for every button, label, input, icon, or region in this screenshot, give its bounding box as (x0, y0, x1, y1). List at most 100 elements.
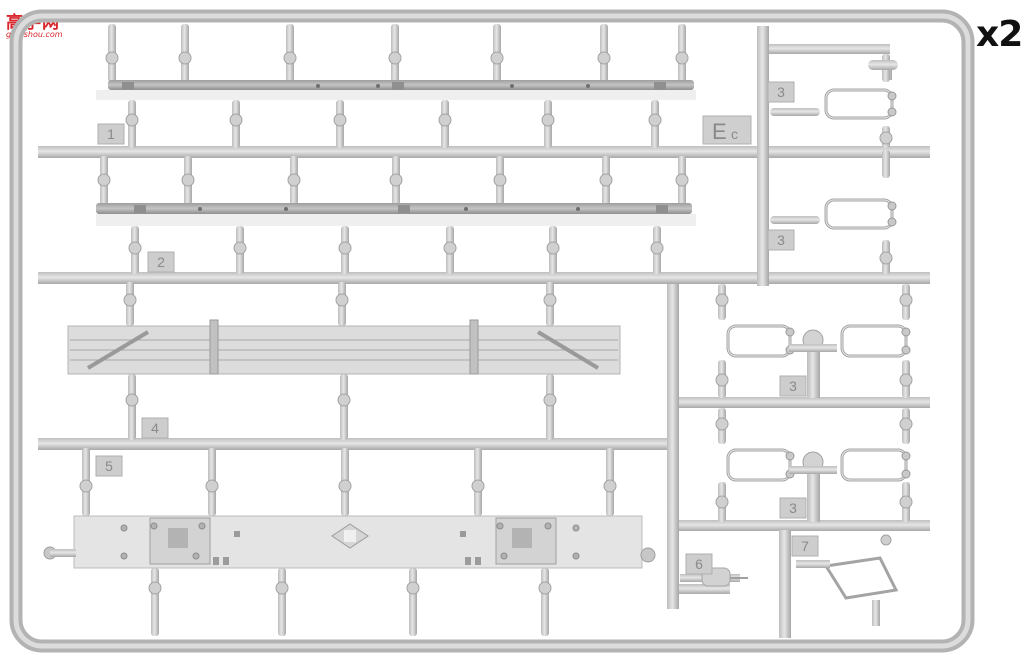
handle-part (824, 198, 897, 230)
quantity-label: x2 (976, 14, 1023, 55)
rail-bolt (134, 205, 146, 213)
gate (283, 24, 297, 82)
beam-stud (465, 557, 471, 565)
rivet (376, 84, 380, 88)
gate (406, 568, 420, 636)
gate (388, 24, 402, 82)
handle-part (726, 448, 795, 482)
rivet (316, 84, 320, 88)
gate (125, 100, 139, 148)
stalk (868, 60, 898, 70)
beam-bolt (500, 552, 508, 560)
gate (123, 282, 137, 326)
rivet (464, 207, 468, 211)
gate (715, 482, 729, 522)
gate (333, 100, 347, 148)
gate (715, 408, 729, 444)
rail-bolt (656, 205, 668, 213)
gate (287, 156, 301, 205)
gate (599, 156, 613, 205)
handle-part (726, 324, 795, 358)
stalk (770, 108, 820, 116)
gate (650, 226, 664, 274)
beam-bolt (192, 552, 200, 560)
gate (178, 24, 192, 82)
rail-bolts (122, 82, 668, 213)
gate (899, 408, 913, 444)
beam-stud (213, 557, 219, 565)
gate (148, 568, 162, 636)
gate (471, 448, 485, 516)
beam-bolts (120, 522, 580, 565)
gate (337, 374, 351, 440)
beam-bolt (572, 524, 580, 532)
part-tag: 5 (95, 455, 123, 477)
part-rail-2 (96, 203, 696, 226)
gate (338, 226, 352, 274)
part-number: 1 (107, 126, 115, 142)
part-panel-4 (67, 319, 621, 375)
part-number: 6 (695, 556, 703, 572)
gate (715, 360, 729, 398)
part-tag: 7 (791, 535, 819, 557)
gate (181, 156, 195, 205)
beam-bolt (572, 552, 580, 560)
runners (38, 26, 930, 638)
rail-bolt (654, 82, 666, 90)
gate (229, 100, 243, 148)
gate (338, 448, 352, 516)
part-number: 4 (151, 420, 159, 436)
gate (879, 240, 893, 274)
gate (443, 226, 457, 274)
part-tag: 3 (779, 375, 807, 397)
gate (882, 150, 890, 178)
handle-part (824, 88, 897, 120)
frame-subletter: c (731, 126, 738, 142)
gate (648, 100, 662, 148)
beam-stud (223, 557, 229, 565)
gate (389, 156, 403, 205)
part-tag: 1 (97, 123, 125, 145)
handle-part (840, 448, 911, 482)
gate (675, 156, 689, 205)
site-url: gao-shou.com (6, 30, 63, 39)
gate (105, 24, 119, 82)
gate (541, 100, 555, 148)
gate (603, 448, 617, 516)
gate (899, 482, 913, 522)
gate (715, 284, 729, 320)
gate (233, 226, 247, 274)
part-number: 7 (801, 538, 809, 554)
gate (899, 360, 913, 398)
gate (493, 156, 507, 205)
gate (438, 100, 452, 148)
gate (335, 282, 349, 326)
gate (275, 568, 289, 636)
rivet (576, 207, 580, 211)
rail-bolt (398, 205, 410, 213)
gate (675, 24, 689, 82)
gate (546, 226, 560, 274)
part-tag: 2 (147, 251, 175, 273)
part-number: 3 (777, 84, 785, 100)
beam-stud (475, 557, 481, 565)
part-number: 3 (789, 378, 797, 394)
part-number: 3 (789, 500, 797, 516)
rail-bolt (392, 82, 404, 90)
part-tag: 3 (767, 81, 795, 103)
rail-bolt (122, 82, 134, 90)
beam-bolt (120, 552, 128, 560)
beam-bolt (150, 522, 158, 530)
stalk (770, 216, 820, 224)
beam-bolt (544, 522, 552, 530)
rivet (198, 207, 202, 211)
knob-bar (789, 466, 837, 474)
gate (125, 374, 139, 440)
part-number: 2 (157, 254, 165, 270)
rivet (284, 207, 288, 211)
gate (128, 226, 142, 274)
handle-part-7 (796, 534, 899, 626)
gate (538, 568, 552, 636)
